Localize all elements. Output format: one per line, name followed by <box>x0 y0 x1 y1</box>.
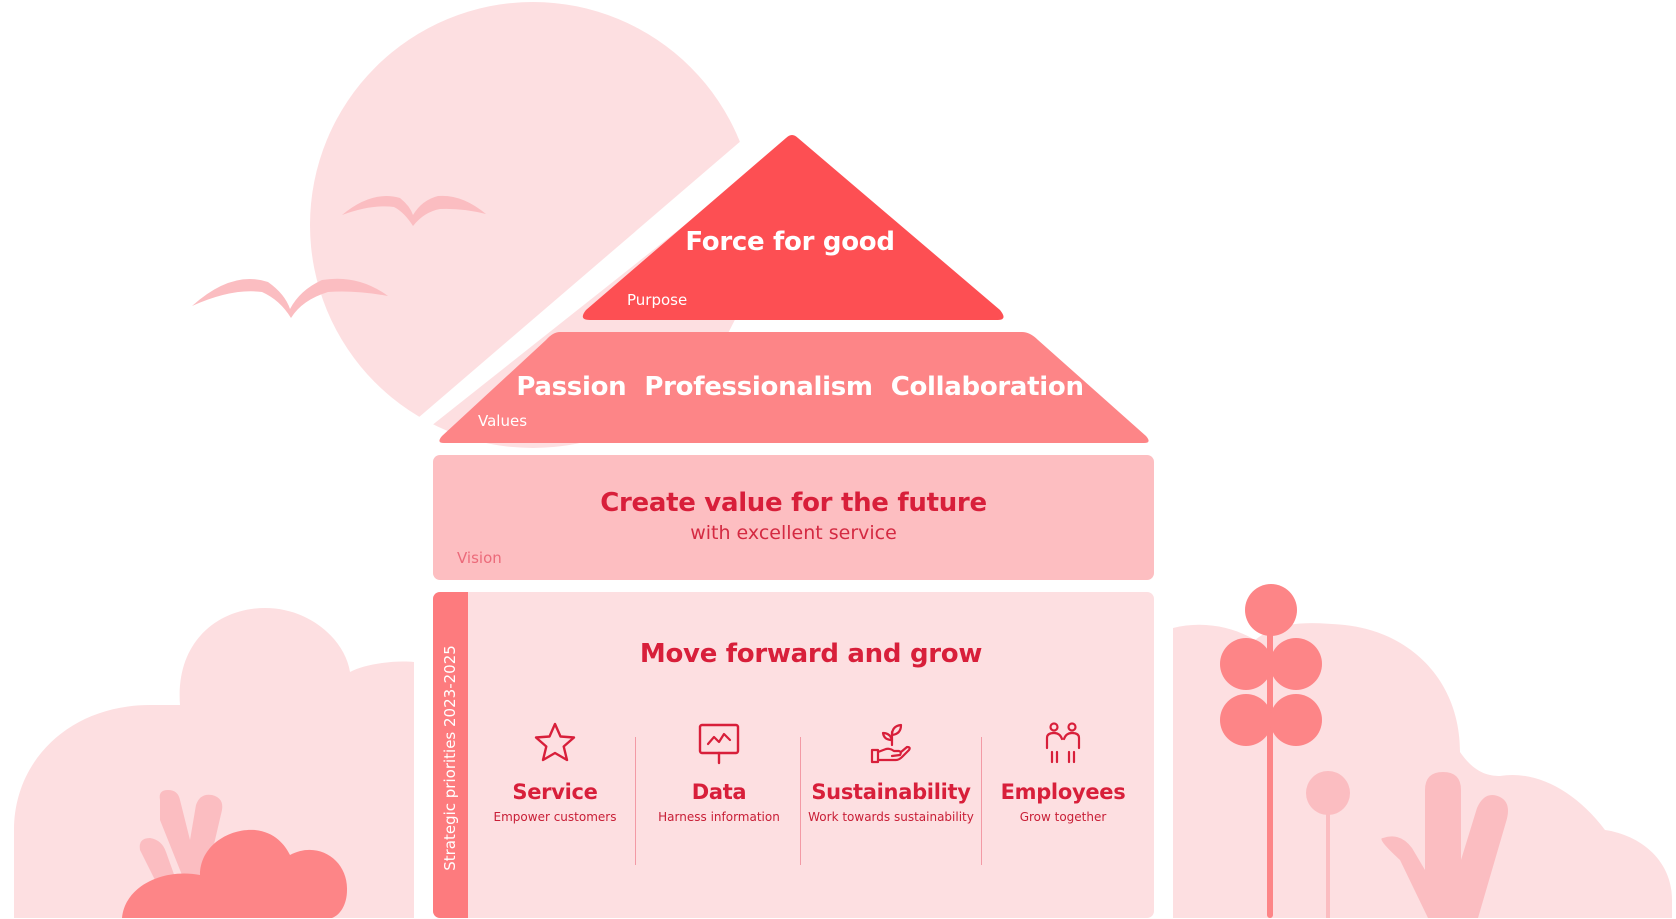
people-icon <box>1045 722 1081 764</box>
pillar-name: Data <box>691 780 747 804</box>
pillar-sustainability: Sustainability Work towards sustainabili… <box>806 720 976 824</box>
right-plant-shape <box>1381 772 1508 918</box>
pillar-description: Empower customers <box>493 810 617 824</box>
pillar-employees: Employees Grow together <box>978 720 1148 824</box>
pillar-data: Data Harness information <box>634 720 804 824</box>
pillar-name: Sustainability <box>811 780 971 804</box>
tree-leaf-shape <box>1270 638 1322 690</box>
chart-board-icon <box>698 723 740 765</box>
sun-cutout-shape <box>404 140 792 430</box>
tree-leaf-shape <box>1270 694 1322 746</box>
pillar-name: Employees <box>1000 780 1126 804</box>
values-trapezoid-shape <box>439 332 1149 443</box>
pillar-name: Service <box>512 780 598 804</box>
purpose-title: Force for good <box>685 227 895 257</box>
vision-subtitle: with excellent service <box>690 522 897 544</box>
vision-title: Create value for the future <box>600 488 987 518</box>
pillar-service: Service Empower customers <box>470 720 640 824</box>
value-collaboration: Collaboration <box>890 372 1084 402</box>
star-icon <box>534 722 576 762</box>
pillar-divider <box>800 737 801 865</box>
purpose-triangle-shape <box>582 135 1004 320</box>
values-row: Passion Professionalism Collaboration <box>440 372 1160 402</box>
pillar-divider <box>635 737 636 865</box>
bird-icon <box>342 195 486 226</box>
strategy-title: Move forward and grow <box>639 639 983 669</box>
tree-trunk-shape <box>1267 630 1273 918</box>
tree-leaf-shape <box>1245 584 1297 636</box>
value-passion: Passion <box>516 372 627 402</box>
tree-leaf-shape <box>1220 638 1272 690</box>
pillar-description: Grow together <box>1019 810 1107 824</box>
value-professionalism: Professionalism <box>644 372 873 402</box>
vision-block: Create value for the future with excelle… <box>433 455 1154 580</box>
purpose-label: Purpose <box>627 291 688 309</box>
pillar-description: Harness information <box>658 810 780 824</box>
pillar-divider <box>981 737 982 865</box>
strategy-side-label: Strategic priorities 2023-2025 <box>441 645 459 871</box>
hand-sprout-icon <box>870 723 911 764</box>
small-tree-trunk-shape <box>1326 790 1330 918</box>
left-red-bush-shape <box>122 829 348 918</box>
bird-icon <box>192 278 388 318</box>
tree-leaf-shape <box>1220 694 1272 746</box>
values-label: Values <box>478 412 528 430</box>
strategy-side-bar: Strategic priorities 2023-2025 <box>433 592 468 918</box>
strategy-block: Strategic priorities 2023-2025 Move forw… <box>433 592 1154 918</box>
left-bush-shape <box>14 608 414 918</box>
small-tree-leaf-shape <box>1306 771 1350 815</box>
pillar-description: Work towards sustainability <box>808 810 974 824</box>
vision-label: Vision <box>457 549 502 567</box>
